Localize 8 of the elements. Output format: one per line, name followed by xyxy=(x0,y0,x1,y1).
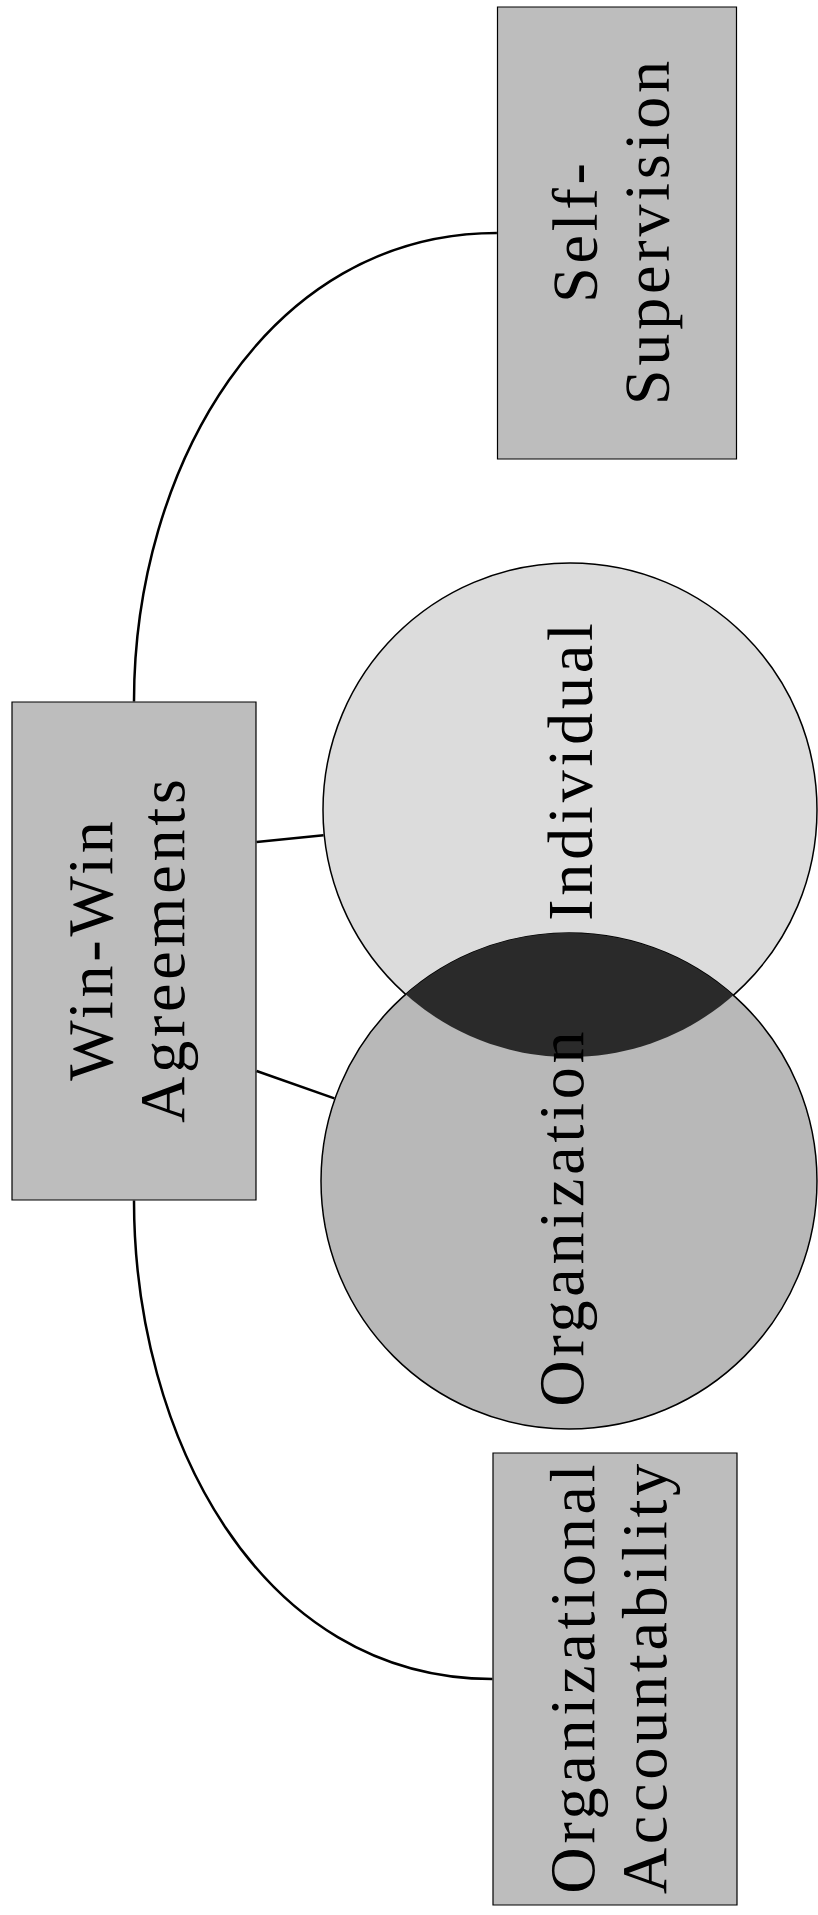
text-box: Organizational Accountability xyxy=(492,1452,738,1906)
connector-line xyxy=(256,1069,335,1100)
text-box: Self-Supervision xyxy=(496,6,738,460)
text-box: Win-Win Agreements xyxy=(11,701,257,1201)
connector-line xyxy=(132,1200,493,1681)
connector-line xyxy=(256,833,324,844)
circle-label: Individual xyxy=(547,624,593,919)
connector-line xyxy=(132,231,497,702)
